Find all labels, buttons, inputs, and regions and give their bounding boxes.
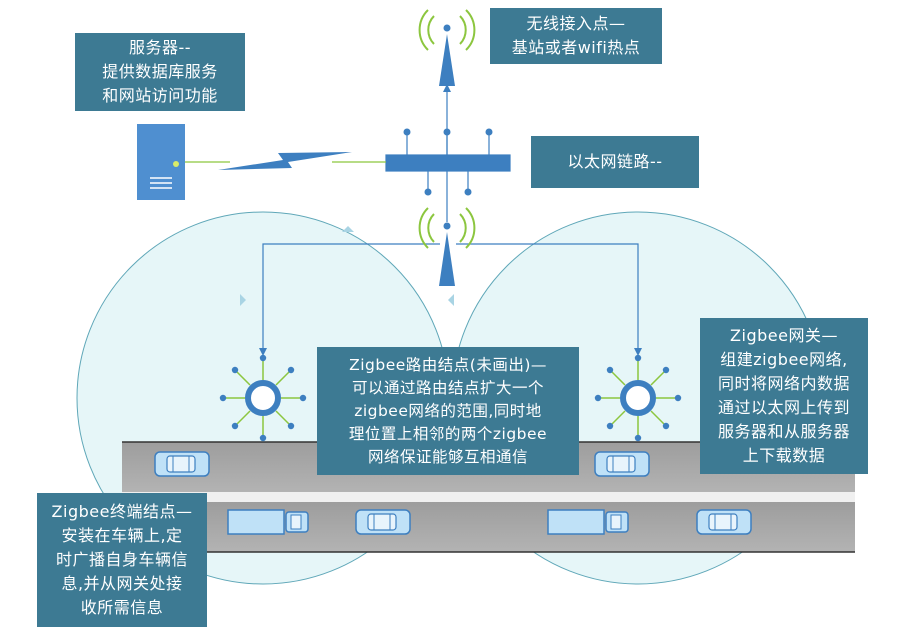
truck-icon bbox=[227, 509, 309, 535]
antenna-icon bbox=[418, 207, 476, 286]
label-wireless-ap: 无线接入点— 基站或者wifi热点 bbox=[490, 8, 662, 64]
label-end-node: Zigbee终端结点— 安装在车辆上,定 时广播自身车辆信 息,并从网关处接 收… bbox=[37, 493, 207, 627]
label-router: Zigbee路由结点(未画出)— 可以通过路由结点扩大一个 zigbee网络的范… bbox=[317, 347, 579, 475]
gateway-node-icon bbox=[220, 355, 306, 441]
server-icon bbox=[137, 124, 185, 200]
label-ethernet: 以太网链路-- bbox=[531, 136, 699, 188]
gateway-node-icon bbox=[595, 355, 681, 441]
label-server: 服务器-- 提供数据库服务 和网站访问功能 bbox=[75, 33, 245, 111]
antenna-icon bbox=[418, 9, 476, 86]
car-icon bbox=[355, 509, 411, 535]
marker-icon bbox=[342, 226, 354, 232]
car-icon bbox=[154, 451, 210, 477]
road-divider bbox=[122, 492, 855, 502]
marker-icon bbox=[240, 294, 246, 306]
car-icon bbox=[696, 509, 752, 535]
car-icon bbox=[594, 451, 650, 477]
truck-icon bbox=[547, 509, 629, 535]
switch-icon bbox=[385, 134, 511, 222]
link-to-right-gateway bbox=[456, 243, 639, 350]
marker-icon bbox=[448, 294, 454, 306]
label-gateway: Zigbee网关— 组建zigbee网络, 同时将网络内数据 通过以太网上传到 … bbox=[700, 318, 868, 474]
link-to-left-gateway bbox=[262, 243, 440, 350]
lightning-link-icon bbox=[185, 152, 386, 170]
